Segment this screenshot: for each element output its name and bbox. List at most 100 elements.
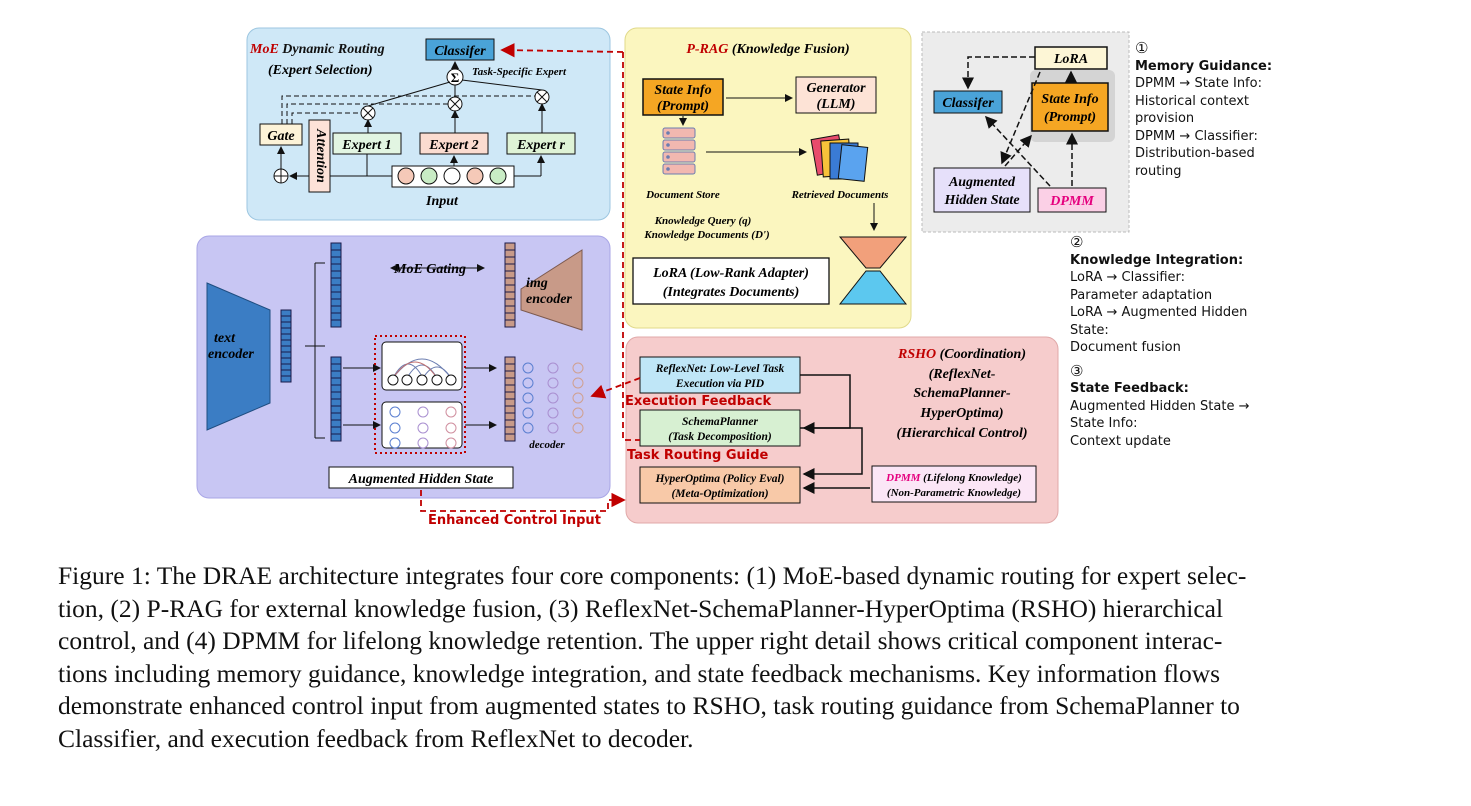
vector-cell [330,242,342,251]
moe-panel: MoE Dynamic Routing (Expert Selection) C… [246,27,611,221]
vector-cell [330,263,342,272]
rsho-sub-3: HyperOptima) [919,406,1003,421]
vector-cell [280,333,292,341]
neuron [547,392,559,404]
vector-cell [504,242,516,251]
svg-text:MoE Dynamic Routing: MoE Dynamic Routing [249,42,385,57]
encoder-panel: text encoder MoE Gating img encoder [196,235,611,499]
vector-cell [280,339,292,347]
attention-label: Attention [313,128,328,183]
vector-cell [504,256,516,265]
vector-cell [504,405,516,414]
lora-hourglass-icon [838,236,908,305]
schemaplanner-label-2: (Task Decomposition) [668,431,772,443]
neuron [522,422,534,434]
enhanced-control-input-label: Enhanced Control Input [428,513,601,528]
input-vector [391,165,515,188]
expert-grid [389,406,457,449]
legend-item: provision [1135,111,1195,126]
legend-item: Historical context [1135,93,1250,109]
vector-cell [330,433,342,442]
legend-heading-memory-guidance: Memory Guidance: [1135,58,1273,74]
neuron [445,422,457,434]
interaction-legend: ① Memory Guidance: DPMM → State Info: Hi… [1135,39,1465,180]
generator-llm: (LLM) [817,97,856,112]
vector-cell [504,384,516,393]
legend-heading-knowledge-integration: Knowledge Integration: [1070,252,1244,268]
neuron [572,362,584,374]
legend-heading-state-feedback: State Feedback: [1070,381,1189,396]
neuron [417,437,429,449]
prag-panel: P-RAG (Knowledge Fusion) State Info (Pro… [624,27,912,329]
database-icon [662,127,696,175]
detail-classifier: Classifer [942,96,994,111]
vector-cell [330,398,342,407]
decoder-label: decoder [529,439,565,451]
vector-cell [280,309,292,317]
lora-adapter-label: LoRA (Low-Rank Adapter) [652,266,809,281]
figure-caption: Figure 1: The DRAE architecture integrat… [58,560,1418,756]
vector-cell [504,298,516,307]
vector-cell [504,426,516,435]
rsho-panel: RSHO (Coordination) (ReflexNet- SchemaPl… [625,336,1059,524]
interaction-detail-panel: LoRA State Info (Prompt) Classifer Augme… [921,31,1130,233]
schemaplanner-label: SchemaPlanner [682,416,759,428]
neuron [389,437,401,449]
vector-cell [330,291,342,300]
vector-cell [504,291,516,300]
vector-cell [504,363,516,372]
document-store-label: Document Store [645,189,720,201]
detail-state-info-prompt: (Prompt) [1044,110,1096,125]
prag-state-info: State Info [654,83,711,98]
knowledge-documents-label: Knowledge Documents (D') [643,229,769,241]
caption-line: Figure 1: The DRAE architecture integrat… [58,561,1247,590]
gating-vector-left [330,242,342,328]
prag-title-red: P-RAG [686,42,728,57]
knowledge-integration-legend: ② Knowledge Integration: LoRA → Classifi… [1070,233,1400,450]
task-specific-expert-label: Task-Specific Expert [472,66,567,78]
neuron [445,406,457,418]
generator-label: Generator [806,81,866,96]
legend-number-1: ① [1135,39,1149,57]
vector-cell [504,391,516,400]
reflexnet-label-2: Execution via PID [675,378,765,390]
vector-cell [280,321,292,329]
vector-cell [330,249,342,258]
neuron [417,422,429,434]
gate-label: Gate [267,129,294,144]
vector-cell [280,351,292,359]
moe-title-red: MoE [249,42,279,57]
neuron [572,407,584,419]
moe-gating-label: MoE Gating [393,262,466,277]
decoder-network [522,362,584,434]
expert-r: Expert r [516,138,565,153]
neuron [547,377,559,389]
vector-cell [504,398,516,407]
neuron [417,406,429,418]
vector-cell [504,270,516,279]
caption-line: control, and (4) DPMM for lifelong knowl… [58,626,1223,656]
vector-cell [280,357,292,365]
detail-dpmm: DPMM [1049,194,1094,209]
vector-cell [280,369,292,377]
architecture-figure: MoE Dynamic Routing (Expert Selection) C… [196,27,1130,528]
rsho-sub-4: (Hierarchical Control) [896,426,1027,441]
rsho-dpmm-label: (Lifelong Knowledge) [920,472,1021,484]
caption-line: Classifier, and execution feedback from … [58,723,694,753]
svg-text:RSHO (Coordination): RSHO (Coordination) [897,347,1026,362]
vector-cell [280,315,292,323]
vector-cell [280,327,292,335]
input-label: Input [425,194,459,209]
neuron [547,362,559,374]
legend-number-2: ② [1070,233,1084,251]
integrates-documents-label: (Integrates Documents) [663,285,800,300]
vector-cell [330,277,342,286]
rsho-title-red: RSHO [897,347,936,362]
vector-cell [330,363,342,372]
legend-item: Parameter adaptation [1070,287,1213,303]
multiply-nodes [360,89,550,121]
vector-cell [504,412,516,421]
neuron [547,422,559,434]
vector-cell [330,419,342,428]
execution-feedback-label: Execution Feedback [625,394,772,409]
